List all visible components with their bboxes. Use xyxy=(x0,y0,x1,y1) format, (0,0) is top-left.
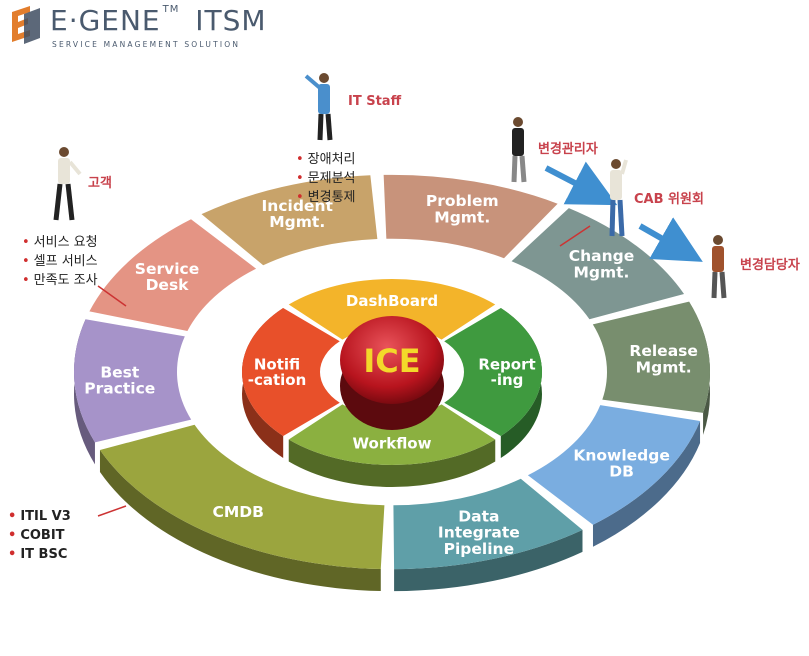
customer-connector xyxy=(97,285,127,307)
it-staff-label: IT Staff xyxy=(348,94,402,109)
customer-label: 고객 xyxy=(88,176,112,191)
list-item: 장애처리 xyxy=(296,150,356,169)
brand-tagline: SERVICE MANAGEMENT SOLUTION xyxy=(52,40,241,49)
change-connector xyxy=(559,225,591,247)
list-item: 문제분석 xyxy=(296,169,356,188)
it-staff-figure xyxy=(304,73,333,141)
inner-segment xyxy=(288,279,496,340)
inner-segment-label: Workflow xyxy=(353,435,432,453)
change-owner-figure xyxy=(711,235,727,299)
customer-figure xyxy=(53,147,82,221)
inner-segment xyxy=(444,307,542,437)
ice-hub xyxy=(340,316,444,404)
change-manager-figure xyxy=(511,117,527,183)
list-item: IT BSC xyxy=(8,545,71,564)
cab-arrow-2 xyxy=(638,217,703,262)
outer-segment xyxy=(511,208,685,320)
list-item: COBIT xyxy=(8,526,71,545)
list-item: 만족도 조사 xyxy=(22,271,98,290)
outer-segment xyxy=(527,405,701,525)
egene-logo-icon xyxy=(12,6,40,44)
change-owner-label: 변경담당자 xyxy=(740,258,800,273)
outer-segment xyxy=(74,319,192,443)
inner-segment-label: Notifi-cation xyxy=(248,355,307,389)
ice-label: ICE xyxy=(363,342,420,380)
list-item: 셀프 서비스 xyxy=(22,252,98,271)
inner-segment-wall xyxy=(288,439,496,488)
bestpractice-connector xyxy=(97,505,127,517)
inner-segment xyxy=(242,307,340,437)
brand-product: ITSM xyxy=(195,4,267,37)
list-item: 서비스 요청 xyxy=(22,233,98,252)
list-item: ITIL V3 xyxy=(8,507,70,526)
cab-label: CAB 위원회 xyxy=(634,192,704,207)
brand-tm: TM xyxy=(162,4,180,15)
outer-segment xyxy=(383,174,558,259)
outer-segment xyxy=(393,478,583,570)
outer-segment xyxy=(592,301,710,413)
cab-figure xyxy=(609,159,628,237)
brand-egene: E·GENE xyxy=(50,4,161,37)
it-staff-items: 장애처리 문제분석 변경통제 xyxy=(296,150,356,207)
outer-segment-wall xyxy=(592,420,701,547)
inner-segment-label: DashBoard xyxy=(346,292,438,310)
change-manager-label: 변경관리자 xyxy=(538,142,598,157)
customer-items: 서비스 요청 셀프 서비스 만족도 조사 xyxy=(22,233,98,290)
outer-segment-label: CMDB xyxy=(212,503,263,521)
cab-arrow-1 xyxy=(544,161,618,206)
inner-segment-label: Report-ing xyxy=(478,355,535,389)
outer-segment xyxy=(89,219,257,332)
outer-segment xyxy=(99,424,385,570)
outer-segment-wall xyxy=(394,529,583,592)
best-practice-items: ITIL V3 COBIT IT BSC xyxy=(8,507,71,564)
inner-segment xyxy=(288,404,496,465)
outer-segment-wall xyxy=(99,450,381,592)
list-item: 변경통제 xyxy=(296,188,356,207)
